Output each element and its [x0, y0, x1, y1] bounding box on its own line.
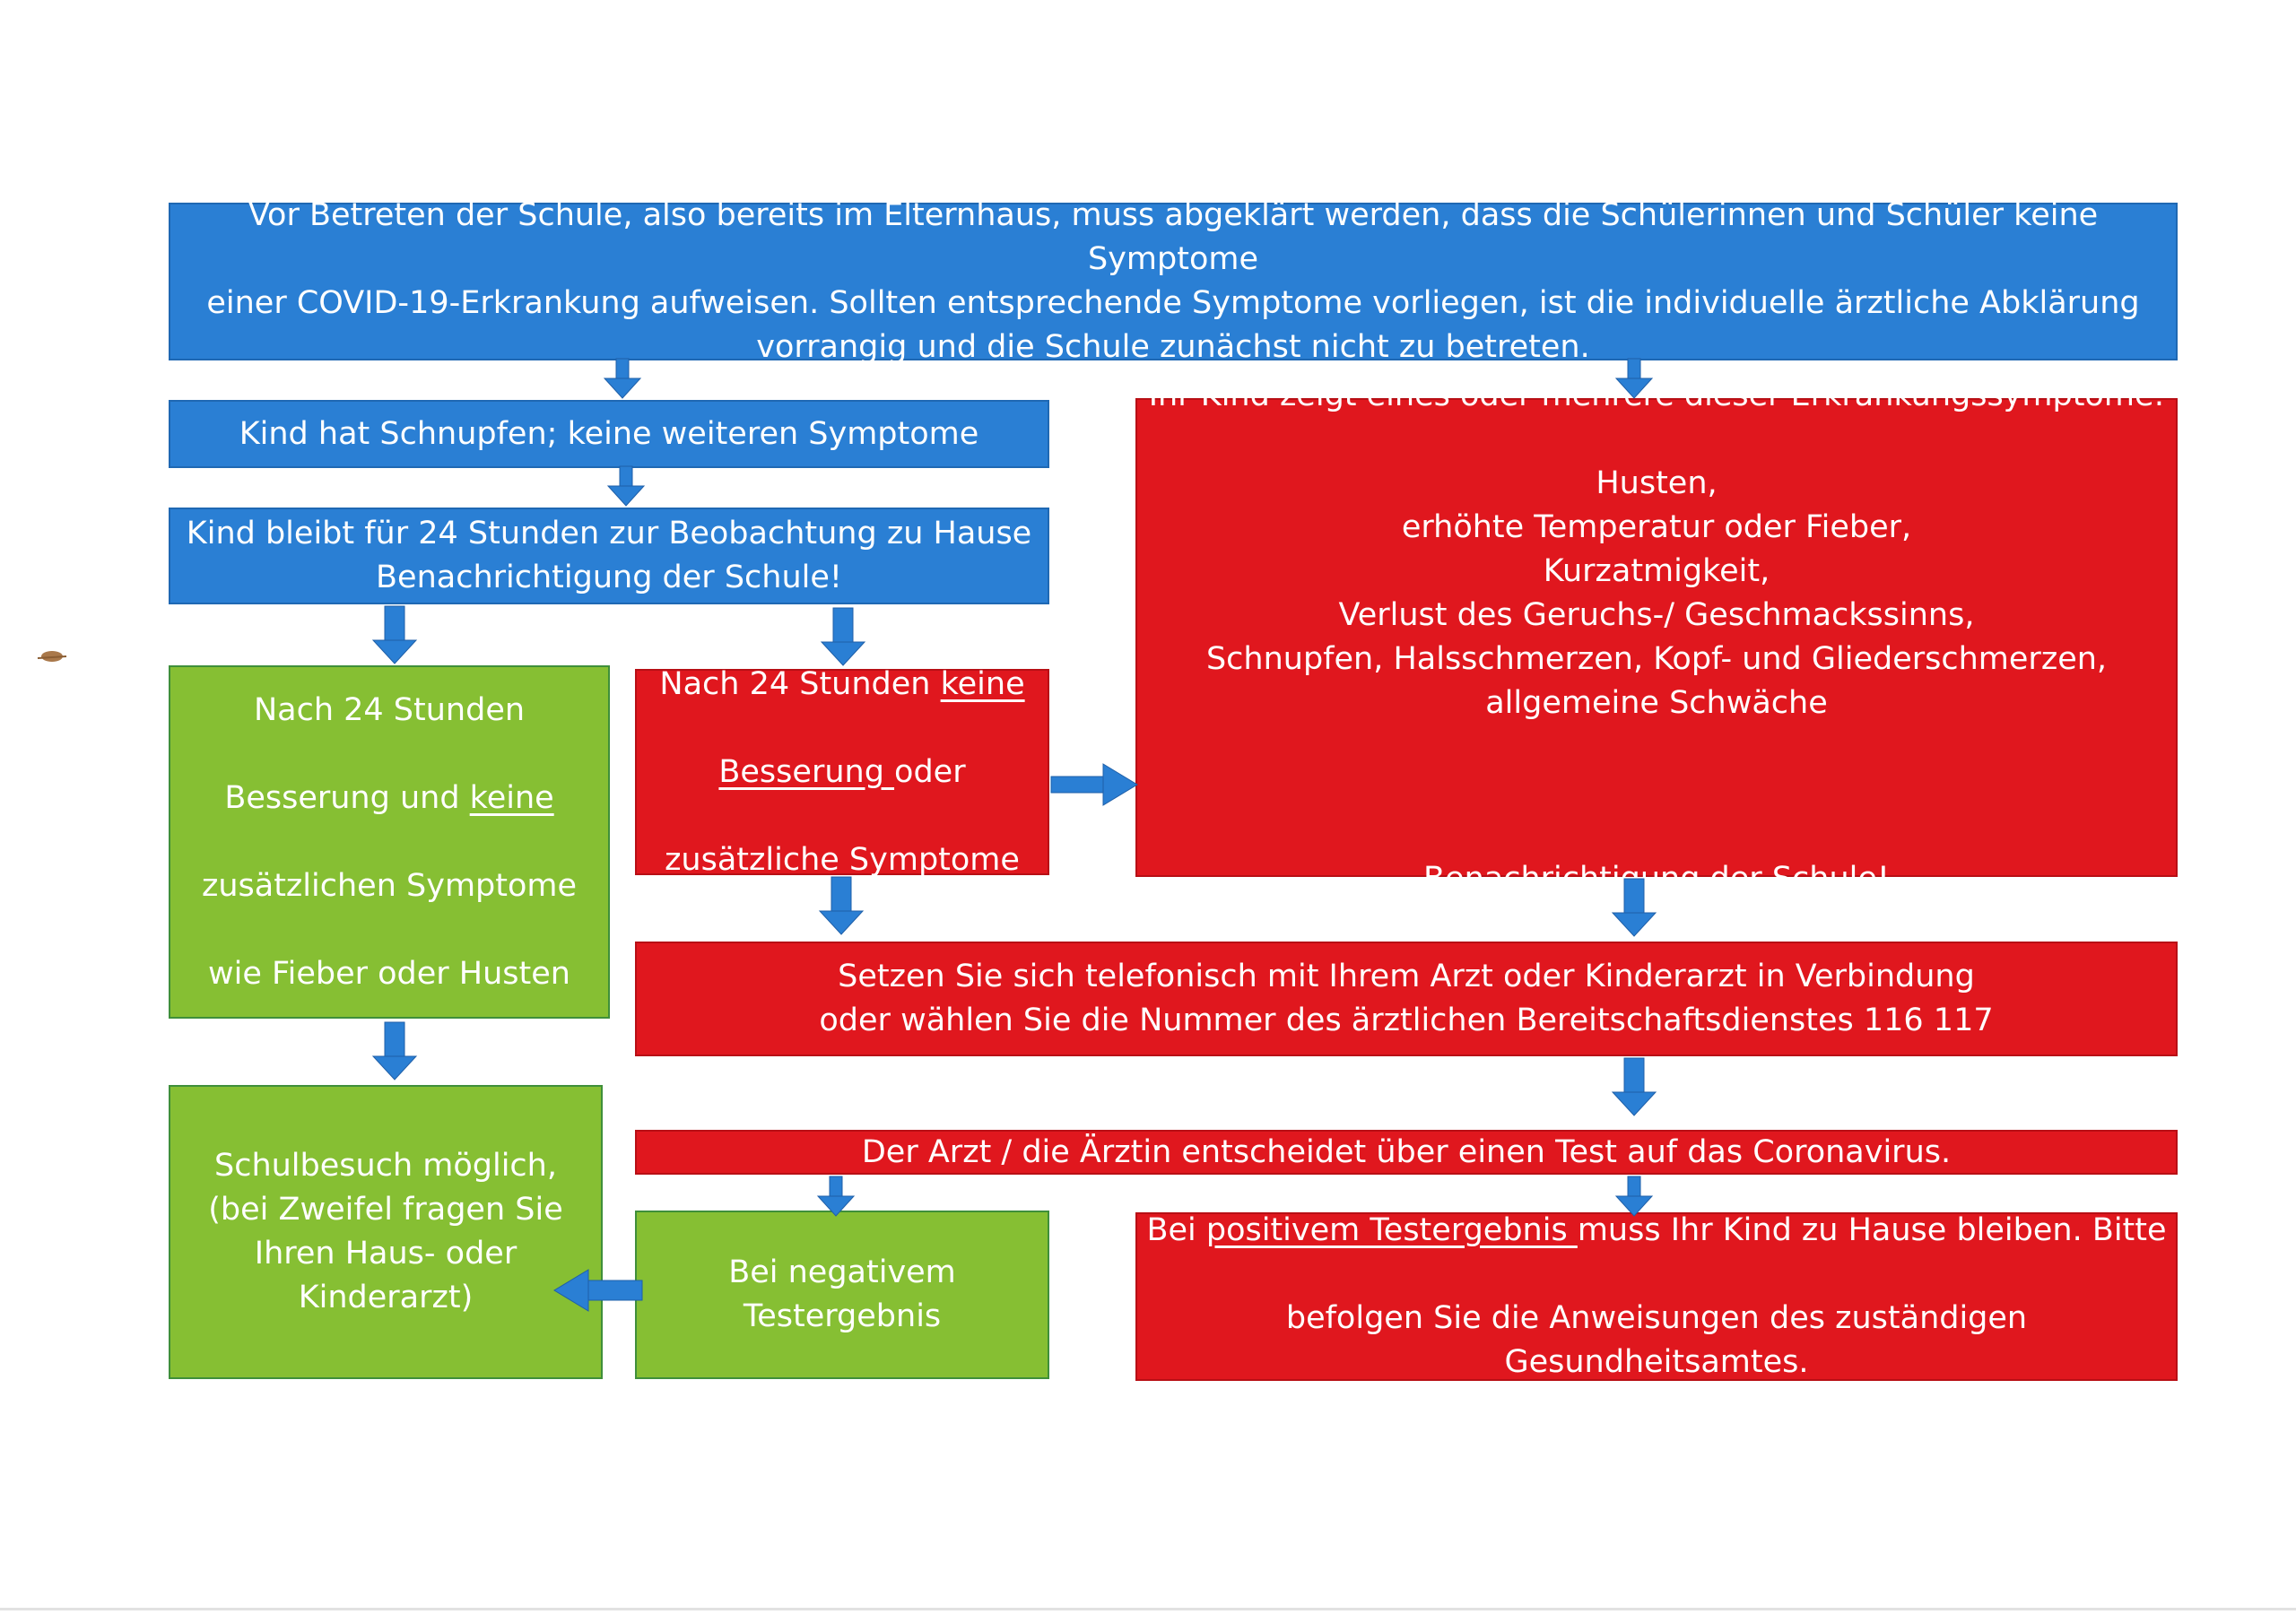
arrow-symptoms-to-call-doctor	[1612, 878, 1657, 937]
arrow-runny-nose-to-observe	[607, 465, 645, 507]
doctor-decides-text: Der Arzt / die Ärztin entscheidet über e…	[861, 1133, 1952, 1170]
scan-speck	[37, 651, 67, 662]
arrow-observe-to-no-improvement	[821, 607, 865, 666]
intro-box: Vor Betreten der Schule, also bereits im…	[169, 197, 2178, 365]
arrow-doctor-decides-to-positive	[1615, 1176, 1653, 1217]
arrow-intro-to-symptoms	[1615, 358, 1653, 399]
symptoms-text: Ihr Kind zeigt eines oder mehrere dieser…	[1148, 378, 2165, 897]
scan-edge-line	[0, 1608, 2296, 1610]
symptoms-box: Ihr Kind zeigt eines oder mehrere dieser…	[1135, 378, 2178, 897]
arrow-call-doctor-to-doctor-decides	[1612, 1057, 1657, 1116]
arrow-negative-to-school-possible	[553, 1269, 643, 1312]
call-doctor-box: Setzen Sie sich telefonisch mit Ihrem Ar…	[635, 942, 2178, 1056]
arrow-doctor-decides-to-negative	[817, 1176, 855, 1217]
arrow-observe-to-improvement	[372, 605, 417, 664]
negative-result-text: Bei negativem Testergebnis	[728, 1254, 956, 1334]
negative-result-box: Bei negativem Testergebnis	[635, 1211, 1049, 1379]
call-doctor-text: Setzen Sie sich telefonisch mit Ihrem Ar…	[819, 959, 1994, 1038]
no-improvement-box: Nach 24 Stunden keine Besserung oder zus…	[635, 666, 1049, 878]
runny-nose-text: Kind hat Schnupfen; keine weiteren Sympt…	[239, 415, 979, 452]
arrow-no-improvement-to-call-doctor	[819, 876, 864, 935]
no-improvement-text: Nach 24 Stunden keine Besserung oder zus…	[659, 665, 1025, 878]
school-possible-box: Schulbesuch möglich, (bei Zweifel fragen…	[169, 1085, 603, 1379]
arrow-no-improvement-to-symptoms	[1050, 763, 1138, 806]
improvement-text: Nach 24 Stunden Besserung und keine zusä…	[201, 691, 578, 992]
arrow-improvement-to-school-possible	[372, 1021, 417, 1081]
doctor-decides-box: Der Arzt / die Ärztin entscheidet über e…	[635, 1130, 2178, 1175]
improvement-box: Nach 24 Stunden Besserung und keine zusä…	[169, 665, 610, 1019]
observe-home-box: Kind bleibt für 24 Stunden zur Beobachtu…	[169, 508, 1049, 604]
positive-result-box: Bei positivem Testergebnis muss Ihr Kind…	[1135, 1212, 2178, 1381]
school-possible-text: Schulbesuch möglich, (bei Zweifel fragen…	[208, 1148, 563, 1315]
runny-nose-box: Kind hat Schnupfen; keine weiteren Sympt…	[169, 400, 1049, 468]
observe-home-text: Kind bleibt für 24 Stunden zur Beobachtu…	[186, 516, 1032, 595]
intro-text: Vor Betreten der Schule, also bereits im…	[206, 197, 2140, 365]
positive-result-text: Bei positivem Testergebnis muss Ihr Kind…	[1146, 1212, 2167, 1380]
arrow-intro-to-runny-nose	[604, 358, 641, 399]
